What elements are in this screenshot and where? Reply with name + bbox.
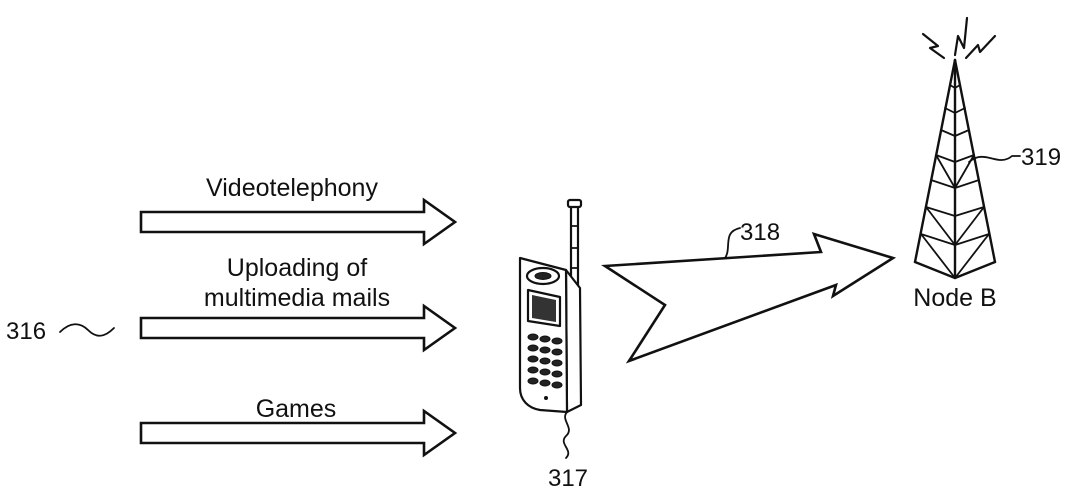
- service-label-games: Games: [256, 395, 337, 423]
- ref-319: 319: [1021, 144, 1061, 171]
- ref-316-leader: [59, 323, 115, 337]
- service-arrow-videotelephony: Videotelephony: [139, 174, 458, 247]
- uplink-arrow: [601, 231, 897, 364]
- ref-317-leader: [562, 411, 570, 459]
- ref-317: 317: [548, 465, 588, 492]
- service-label-videotelephony: Videotelephony: [206, 174, 378, 202]
- service-label-uploading-line2: multimedia mails: [204, 284, 390, 312]
- ref-316: 316: [6, 318, 46, 345]
- ref-319-leader: [968, 155, 1021, 163]
- ref-318-leader: [724, 227, 741, 259]
- base-station-tower-icon: [913, 16, 997, 280]
- ref-318: 318: [740, 219, 780, 246]
- mobile-phone-icon: [518, 198, 583, 414]
- node-b-label: Node B: [913, 284, 996, 312]
- service-arrow-uploading: Uploading of multimedia mails: [139, 254, 458, 353]
- service-label-uploading-line1: Uploading of: [227, 254, 367, 282]
- service-arrow-games: Games: [139, 395, 458, 458]
